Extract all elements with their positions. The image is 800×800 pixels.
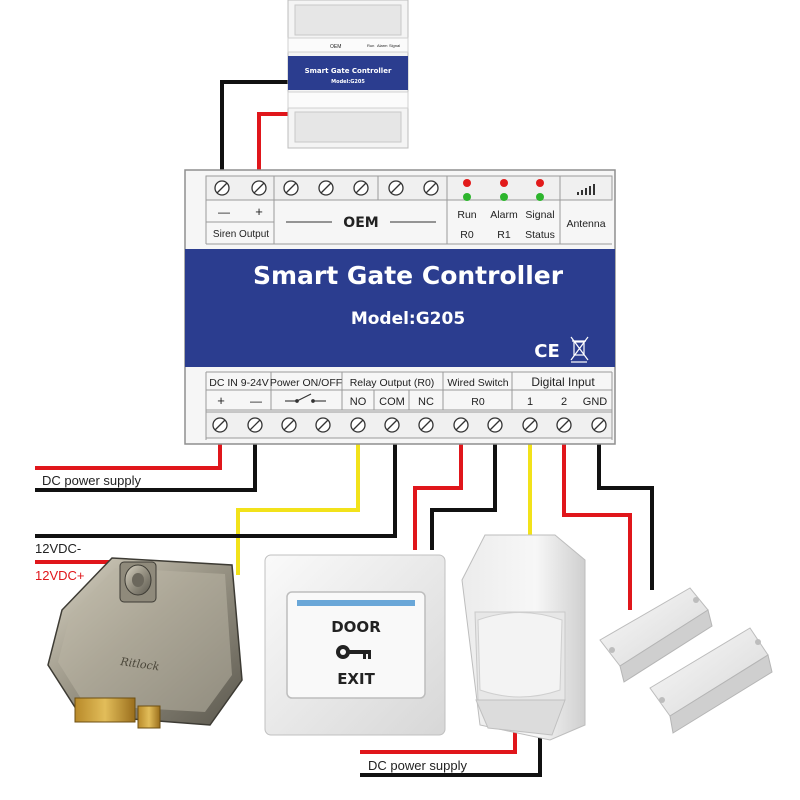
screw-terminal [318,180,334,196]
digital-input-2-label: 2 [561,396,567,408]
relay-output-label: Relay Output (R0) [350,377,435,389]
small-led-signal: Signal [389,43,400,48]
screw-terminal [247,417,263,433]
antenna-label: Antenna [566,218,605,230]
led-signal-red [536,179,544,187]
power-switch-symbol [285,393,326,403]
wire-red-dc-plus [35,440,222,470]
wire-black-siren-minus [220,80,290,176]
pir-motion-sensor [461,534,586,741]
screw-terminal [212,417,228,433]
relay-no-label: NO [350,396,367,408]
led-signal-green [536,193,544,201]
ce-mark: CE [534,341,560,362]
small-module-model: Model:G205 [331,79,365,85]
siren-plus-label: + [255,204,263,219]
screw-terminal [522,417,538,433]
screw-terminal [453,417,469,433]
siren-output-label: Siren Output [213,229,269,240]
led-alarm-green [500,193,508,201]
controller-title: Smart Gate Controller [253,261,564,290]
screw-terminal [591,417,607,433]
led-label-run: Run [457,209,476,221]
key-icon [336,645,371,659]
top-screw-terminals [214,180,439,196]
12vdc-plus-label: 12VDC+ [35,568,85,583]
magnetic-door-contact [599,587,773,734]
small-oem-label: OEM [330,44,341,50]
oem-label: OEM [343,215,378,231]
wire-yellow-relay-no [236,440,360,575]
12vdc-minus-label: 12VDC- [35,541,81,556]
screw-terminal [251,180,267,196]
main-controller: — + Siren Output OEM Run Alarm Signal R0… [184,169,616,445]
led-sub-r0: R0 [460,229,474,241]
wire-black-dc-minus [35,440,257,492]
led-label-signal: Signal [525,209,554,221]
small-led-alarm: Alarm [377,43,388,48]
digital-input-label: Digital Input [531,375,595,389]
exit-button-exit-text: EXIT [337,670,375,688]
electric-lock: Ritlock [47,557,243,729]
led-run-green [463,193,471,201]
dc-power-supply-left-label: DC power supply [42,473,141,488]
wired-switch-r0-label: R0 [471,396,485,408]
screw-terminal [423,180,439,196]
dc-in-label: DC IN 9-24V [209,377,269,389]
screw-terminal [487,417,503,433]
wire-black-gnd [597,440,654,590]
wired-switch-label: Wired Switch [447,377,508,389]
dc-plus-label: + [217,393,225,408]
door-exit-button: DOOR EXIT [264,554,446,736]
relay-com-label: COM [379,396,405,408]
exit-button-door-text: DOOR [331,618,381,636]
relay-nc-label: NC [418,396,434,408]
signal-strength-icon [577,184,595,195]
blue-label-panel [185,249,615,367]
screw-terminal [384,417,400,433]
status-leds [463,179,544,201]
led-run-red [463,179,471,187]
small-led-run: Run [367,43,374,48]
dc-minus-label: — [250,394,262,408]
screw-terminal [418,417,434,433]
screw-terminal [315,417,331,433]
screw-terminal [556,417,572,433]
screw-terminal [214,180,230,196]
led-sub-status: Status [525,229,555,241]
controller-model: Model:G205 [351,309,465,329]
screw-terminal [353,180,369,196]
screw-terminal [281,417,297,433]
led-alarm-red [500,179,508,187]
wire-red-switch-1 [413,440,463,550]
wires [35,80,654,777]
wire-red-di2 [562,440,632,610]
small-controller-module: OEM Run Alarm Signal Smart Gate Controll… [287,0,409,149]
screw-terminal [350,417,366,433]
small-module-title: Smart Gate Controller [305,67,392,75]
siren-minus-label: — [218,205,230,219]
led-sub-r1: R1 [497,229,511,241]
wire-red-siren-plus [257,112,290,176]
wire-black-switch-2 [430,440,497,550]
dc-power-supply-bottom-label: DC power supply [368,758,467,773]
digital-input-gnd-label: GND [583,396,608,408]
screw-terminal [388,180,404,196]
weee-bin-icon [570,336,589,363]
lock-brand-text: Ritlock [119,655,161,674]
digital-input-1-label: 1 [527,396,533,408]
wire-black-relay-com [35,440,397,538]
screw-terminal [283,180,299,196]
bottom-screw-terminals [212,417,607,433]
power-onoff-label: Power ON/OFF [270,377,342,389]
led-label-alarm: Alarm [490,209,518,221]
